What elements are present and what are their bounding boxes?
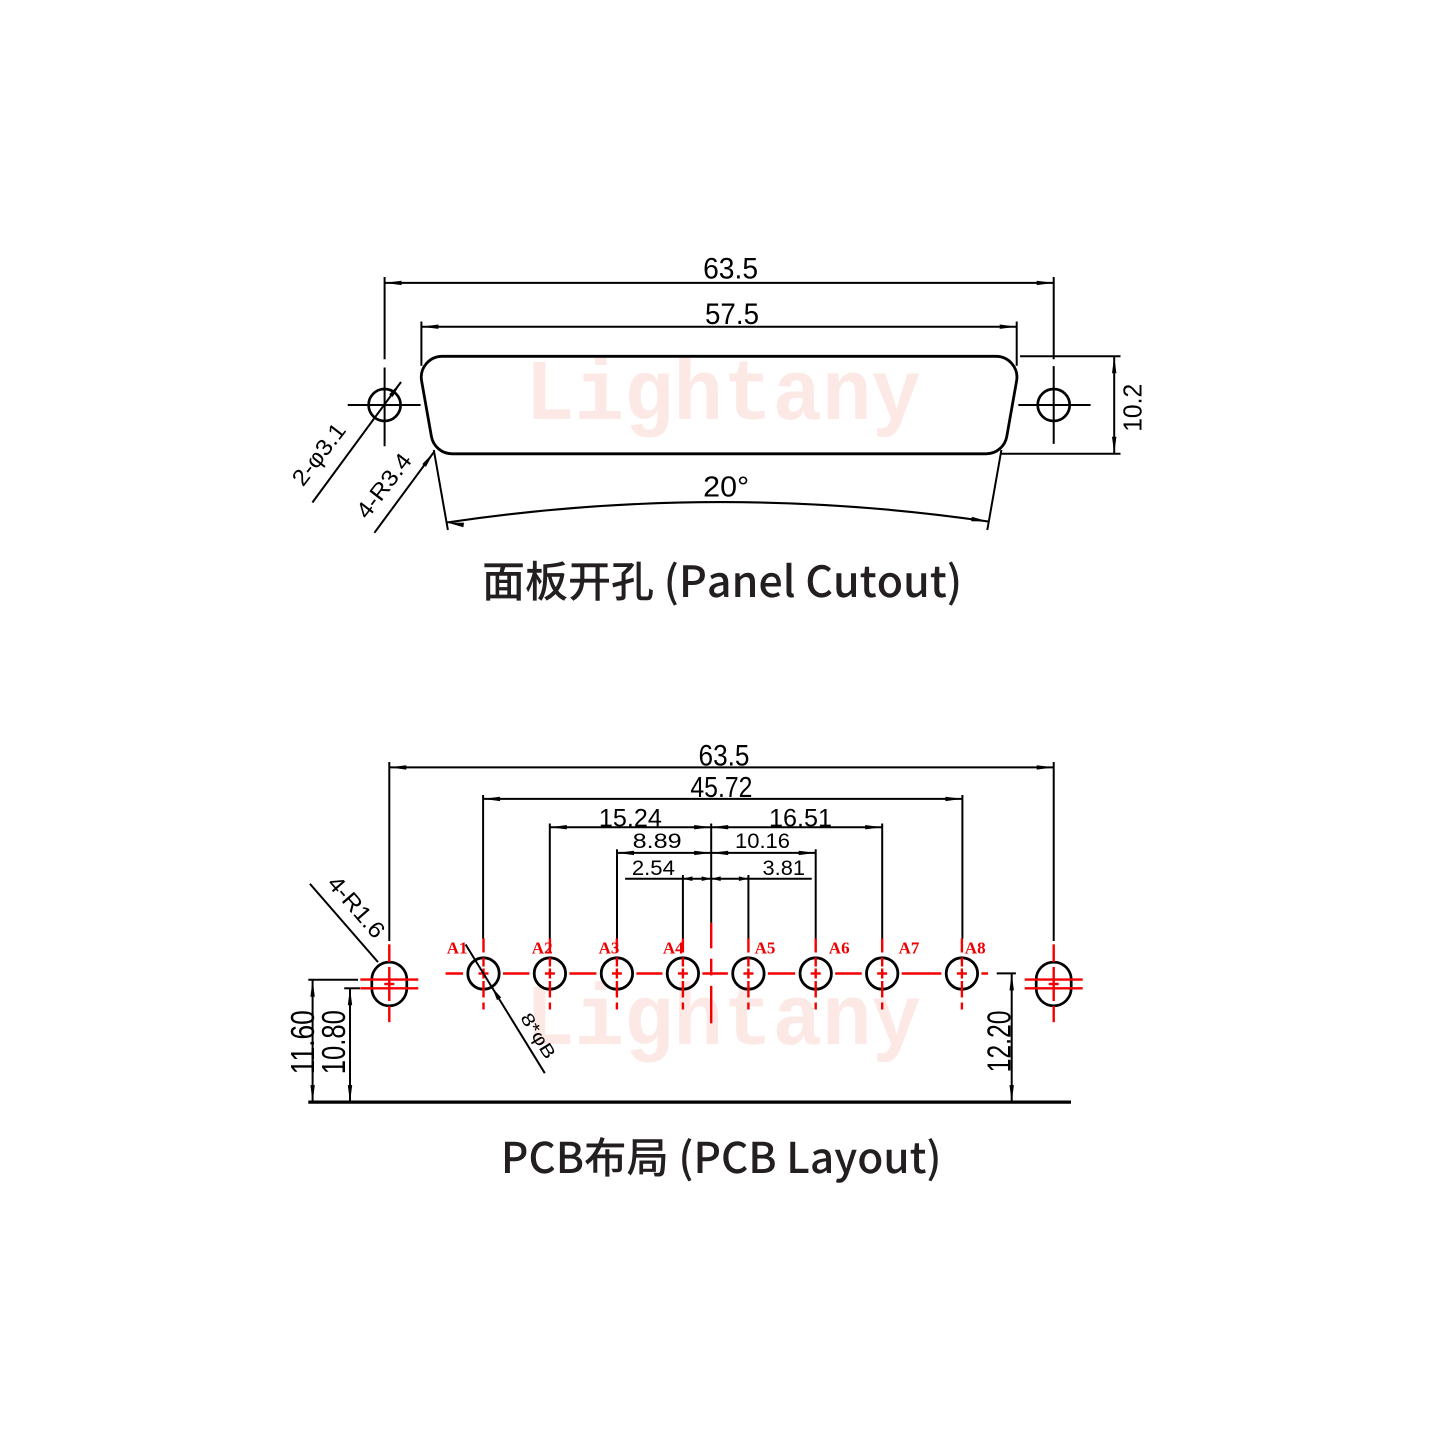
svg-text:A3: A3	[599, 939, 620, 958]
svg-text:2.54: 2.54	[632, 856, 675, 880]
svg-text:A2: A2	[532, 939, 553, 958]
svg-text:8.89: 8.89	[633, 829, 682, 853]
svg-text:57.5: 57.5	[705, 298, 759, 331]
svg-text:A4: A4	[663, 939, 684, 958]
svg-text:10.80: 10.80	[315, 1010, 352, 1074]
svg-text:A1: A1	[447, 939, 468, 958]
svg-text:A8: A8	[965, 939, 986, 958]
svg-text:16.51: 16.51	[769, 804, 832, 832]
svg-text:63.5: 63.5	[703, 252, 758, 285]
svg-text:Lightany: Lightany	[525, 972, 921, 1070]
svg-text:3.81: 3.81	[763, 856, 806, 880]
svg-text:11.60: 11.60	[284, 1010, 321, 1074]
svg-text:10.2: 10.2	[1118, 384, 1148, 432]
svg-text:10.16: 10.16	[735, 829, 790, 853]
svg-text:A5: A5	[755, 939, 776, 958]
svg-text:A6: A6	[829, 939, 850, 958]
svg-text:15.24: 15.24	[599, 804, 662, 832]
svg-text:A7: A7	[899, 939, 920, 958]
svg-text:Lightany: Lightany	[525, 347, 921, 445]
svg-text:12.20: 12.20	[981, 1010, 1018, 1072]
svg-text:63.5: 63.5	[699, 740, 750, 773]
svg-text:20°: 20°	[703, 471, 749, 503]
svg-text:45.72: 45.72	[690, 772, 752, 804]
